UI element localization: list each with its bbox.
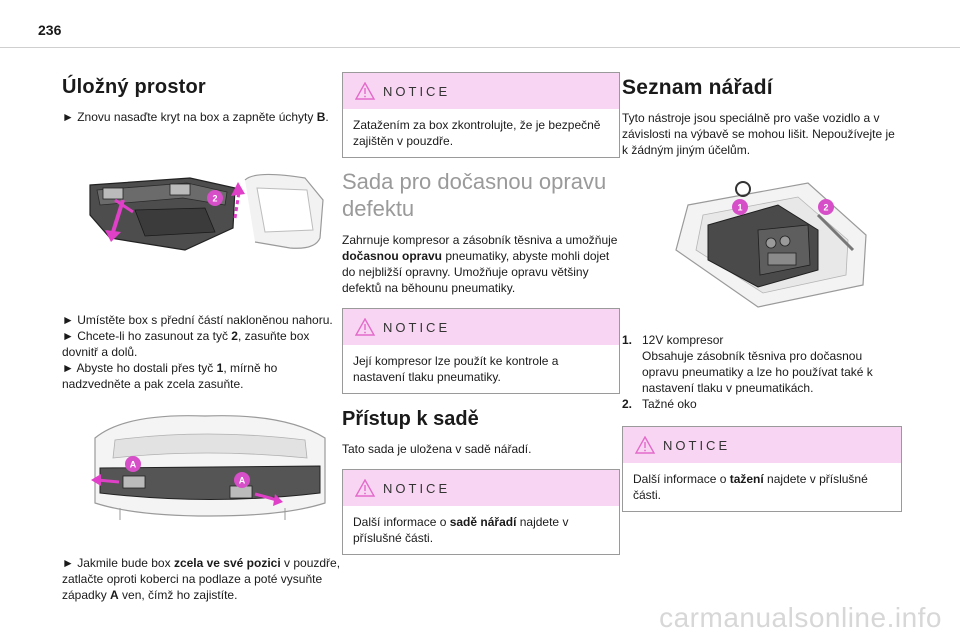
callout-marker <box>818 199 834 215</box>
list-item: 2. Tažné oko <box>622 396 902 412</box>
notice-toolkit: NOTICE Další informace o sadě nářadí naj… <box>342 469 620 555</box>
notice-title: NOTICE <box>383 84 451 99</box>
notice-header: NOTICE <box>343 73 619 109</box>
callout-label-1: 1 <box>737 203 742 213</box>
callout-label-2: 2 <box>823 203 828 213</box>
notice-text: Další informace o sadě nářadí najdete v … <box>353 515 569 545</box>
list-item-title: Tažné oko <box>642 397 697 411</box>
callout-label-a-left: A <box>130 460 137 470</box>
paragraph-lift-over-bar: ► Abyste ho dostali přes tyč 1, mírně ho… <box>62 361 278 391</box>
section-title-repair-kit: Sada pro dočasnou opravu defektu <box>342 169 607 221</box>
section-title-tool-list: Seznam nářadí <box>622 76 773 99</box>
paragraph-repair-kit: Zahrnuje kompresor a zásobník těsniva a … <box>342 233 618 295</box>
storage-box-illustration-1: 2 <box>75 160 330 260</box>
header-rule <box>0 47 960 48</box>
column-1-middle: ► Umístěte box s přední částí nakloněnou… <box>62 312 342 392</box>
callout-marker <box>125 456 141 472</box>
list-item-description: Obsahuje zásobník těsniva pro dočasnou o… <box>642 349 873 395</box>
notice-compressor: NOTICE Její kompresor lze použít ke kont… <box>342 308 620 394</box>
warning-icon <box>635 436 655 454</box>
warning-icon <box>355 479 375 497</box>
paragraph-lock-latches: ► Jakmile bude box zcela ve své pozici v… <box>62 556 341 602</box>
notice-header: NOTICE <box>623 427 901 463</box>
notice-towing: NOTICE Další informace o tažení najdete … <box>622 426 902 512</box>
callout-label: 2 <box>212 194 217 204</box>
paragraph-tool-intro: Tyto nástroje jsou speciálně pro vaše vo… <box>622 111 895 157</box>
notice-text: Další informace o tažení najdete v přísl… <box>633 472 868 502</box>
toolkit-illustration: 1 2 <box>668 175 873 310</box>
column-2: NOTICE Zatažením za box zkontrolujte, že… <box>342 72 620 555</box>
callout-label-a-right: A <box>239 476 246 486</box>
notice-text: Její kompresor lze použít ke kontrole a … <box>353 354 559 384</box>
warning-icon <box>355 318 375 336</box>
paragraph-tilt-box: ► Umístěte box s přední částí nakloněnou… <box>62 313 333 327</box>
section-title-storage: Úložný prostor <box>62 76 206 98</box>
list-item-title: 12V kompresor <box>642 333 724 347</box>
notice-header: NOTICE <box>343 309 619 345</box>
column-3: Seznam nářadí Tyto nástroje jsou speciál… <box>622 60 902 158</box>
column-1-bottom: ► Jakmile bude box zcela ve své pozici v… <box>62 555 347 603</box>
column-1: Úložný prostor ► Znovu nasaďte kryt na b… <box>62 60 342 125</box>
list-item-number: 2. <box>622 397 633 411</box>
callout-marker <box>207 190 223 206</box>
warning-icon <box>355 82 375 100</box>
notice-box-check: NOTICE Zatažením za box zkontrolujte, že… <box>342 72 620 158</box>
subsection-title-access: Přístup k sadě <box>342 408 479 430</box>
notice-title: NOTICE <box>383 320 451 335</box>
watermark: carmanualsonline.info <box>659 602 942 633</box>
page-number: 236 <box>38 22 62 38</box>
storage-box-illustration-2: A A <box>85 408 335 523</box>
callout-marker <box>234 472 250 488</box>
paragraph-slide-behind-bar: ► Chcete-li ho zasunout za tyč 2, zasuňt… <box>62 329 310 359</box>
notice-title: NOTICE <box>663 438 731 453</box>
tool-list: 1. 12V kompresor Obsahuje zásobník těsni… <box>622 332 902 512</box>
notice-title: NOTICE <box>383 481 451 496</box>
notice-header: NOTICE <box>343 470 619 506</box>
notice-text: Zatažením za box zkontrolujte, že je bez… <box>353 118 601 148</box>
paragraph-reinstall-cover: ► Znovu nasaďte kryt na box a zapněte úc… <box>62 110 329 124</box>
list-item-number: 1. <box>622 333 633 347</box>
paragraph-kit-location: Tato sada je uložena v sadě nářadí. <box>342 442 532 456</box>
list-item: 1. 12V kompresor Obsahuje zásobník těsni… <box>622 332 902 396</box>
callout-marker <box>732 199 748 215</box>
